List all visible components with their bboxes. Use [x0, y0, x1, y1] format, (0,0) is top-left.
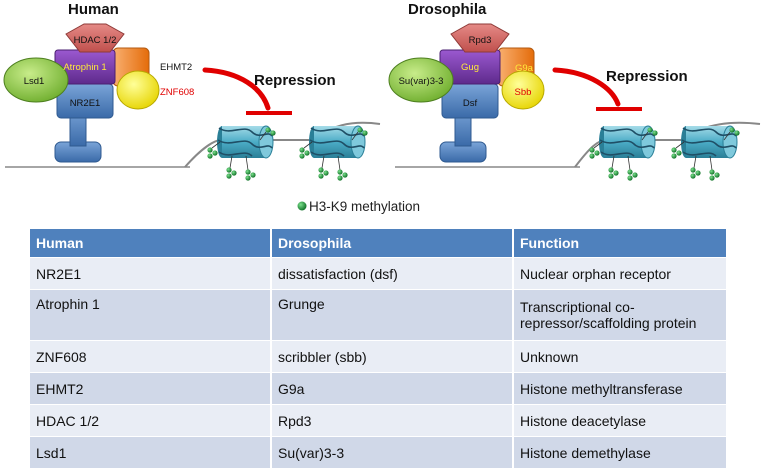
header-drosophila: Drosophila: [271, 229, 513, 258]
drosophila-g9a-label: G9a: [515, 63, 534, 74]
cell-drosophila: Grunge: [271, 290, 513, 341]
cell-drosophila: scribbler (sbb): [271, 341, 513, 373]
human-repression-label: Repression: [254, 72, 336, 89]
human-panel: Human HDAC 1/2 Atrophin 1 Lsd1 NR2E1 EHM…: [4, 1, 380, 181]
drosophila-panel-title: Drosophila: [408, 1, 487, 18]
human-panel-title: Human: [68, 1, 119, 18]
drosophila-nucleosome-2: [671, 126, 739, 181]
table-row: ZNF608 scribbler (sbb) Unknown: [30, 341, 727, 373]
methylation-legend-dot: [298, 202, 307, 211]
drosophila-sbb-label: Sbb: [515, 87, 532, 98]
cell-human: EHMT2: [30, 373, 271, 405]
cell-human: HDAC 1/2: [30, 405, 271, 437]
human-ehmt2-label: EHMT2: [160, 62, 192, 73]
cell-drosophila: G9a: [271, 373, 513, 405]
cell-function: Histone demethylase: [513, 437, 727, 468]
methylation-legend-label: H3-K9 methylation: [309, 199, 420, 214]
drosophila-nucleosome-1: [589, 126, 657, 181]
complex-diagram: Human HDAC 1/2 Atrophin 1 Lsd1 NR2E1 EHM…: [0, 0, 761, 225]
cell-human: NR2E1: [30, 258, 271, 290]
cell-function: Transcriptional co-repressor/scaffolding…: [513, 290, 727, 341]
table-row: Lsd1 Su(var)3-3 Histone demethylase: [30, 437, 727, 468]
header-function: Function: [513, 229, 727, 258]
table-row: EHMT2 G9a Histone methyltransferase: [30, 373, 727, 405]
human-nucleosome-1: [207, 126, 275, 181]
cell-function: Histone deacetylase: [513, 405, 727, 437]
cell-human: Lsd1: [30, 437, 271, 468]
drosophila-suvar-label: Su(var)3-3: [399, 76, 444, 87]
table-row: NR2E1 dissatisfaction (dsf) Nuclear orph…: [30, 258, 727, 290]
table-row: Atrophin 1 Grunge Transcriptional co-rep…: [30, 290, 727, 341]
cell-human: Atrophin 1: [30, 290, 271, 341]
human-hdac-label: HDAC 1/2: [74, 35, 117, 46]
cell-function: Nuclear orphan receptor: [513, 258, 727, 290]
drosophila-rpd3-label: Rpd3: [469, 35, 492, 46]
drosophila-dsf-label: Dsf: [463, 98, 478, 109]
human-nucleosome-2: [299, 126, 367, 181]
drosophila-gug-label: Gug: [461, 62, 479, 73]
table-header-row: Human Drosophila Function: [30, 229, 727, 258]
cell-function: Unknown: [513, 341, 727, 373]
cell-human: ZNF608: [30, 341, 271, 373]
cell-drosophila: Rpd3: [271, 405, 513, 437]
human-atrophin-label: Atrophin 1: [63, 62, 106, 73]
human-nr2e1-label: NR2E1: [70, 98, 101, 109]
human-znf608-label: ZNF608: [160, 87, 194, 98]
table-row: HDAC 1/2 Rpd3 Histone deacetylase: [30, 405, 727, 437]
ortholog-table: Human Drosophila Function NR2E1 dissatis…: [30, 229, 728, 468]
cell-function: Histone methyltransferase: [513, 373, 727, 405]
header-human: Human: [30, 229, 271, 258]
cell-drosophila: Su(var)3-3: [271, 437, 513, 468]
human-lsd1-label: Lsd1: [24, 76, 45, 87]
drosophila-repression-label: Repression: [606, 68, 688, 85]
drosophila-panel: Drosophila Rpd3 Gug Su(var)3-3 Dsf G9a S…: [389, 1, 760, 181]
cell-drosophila: dissatisfaction (dsf): [271, 258, 513, 290]
